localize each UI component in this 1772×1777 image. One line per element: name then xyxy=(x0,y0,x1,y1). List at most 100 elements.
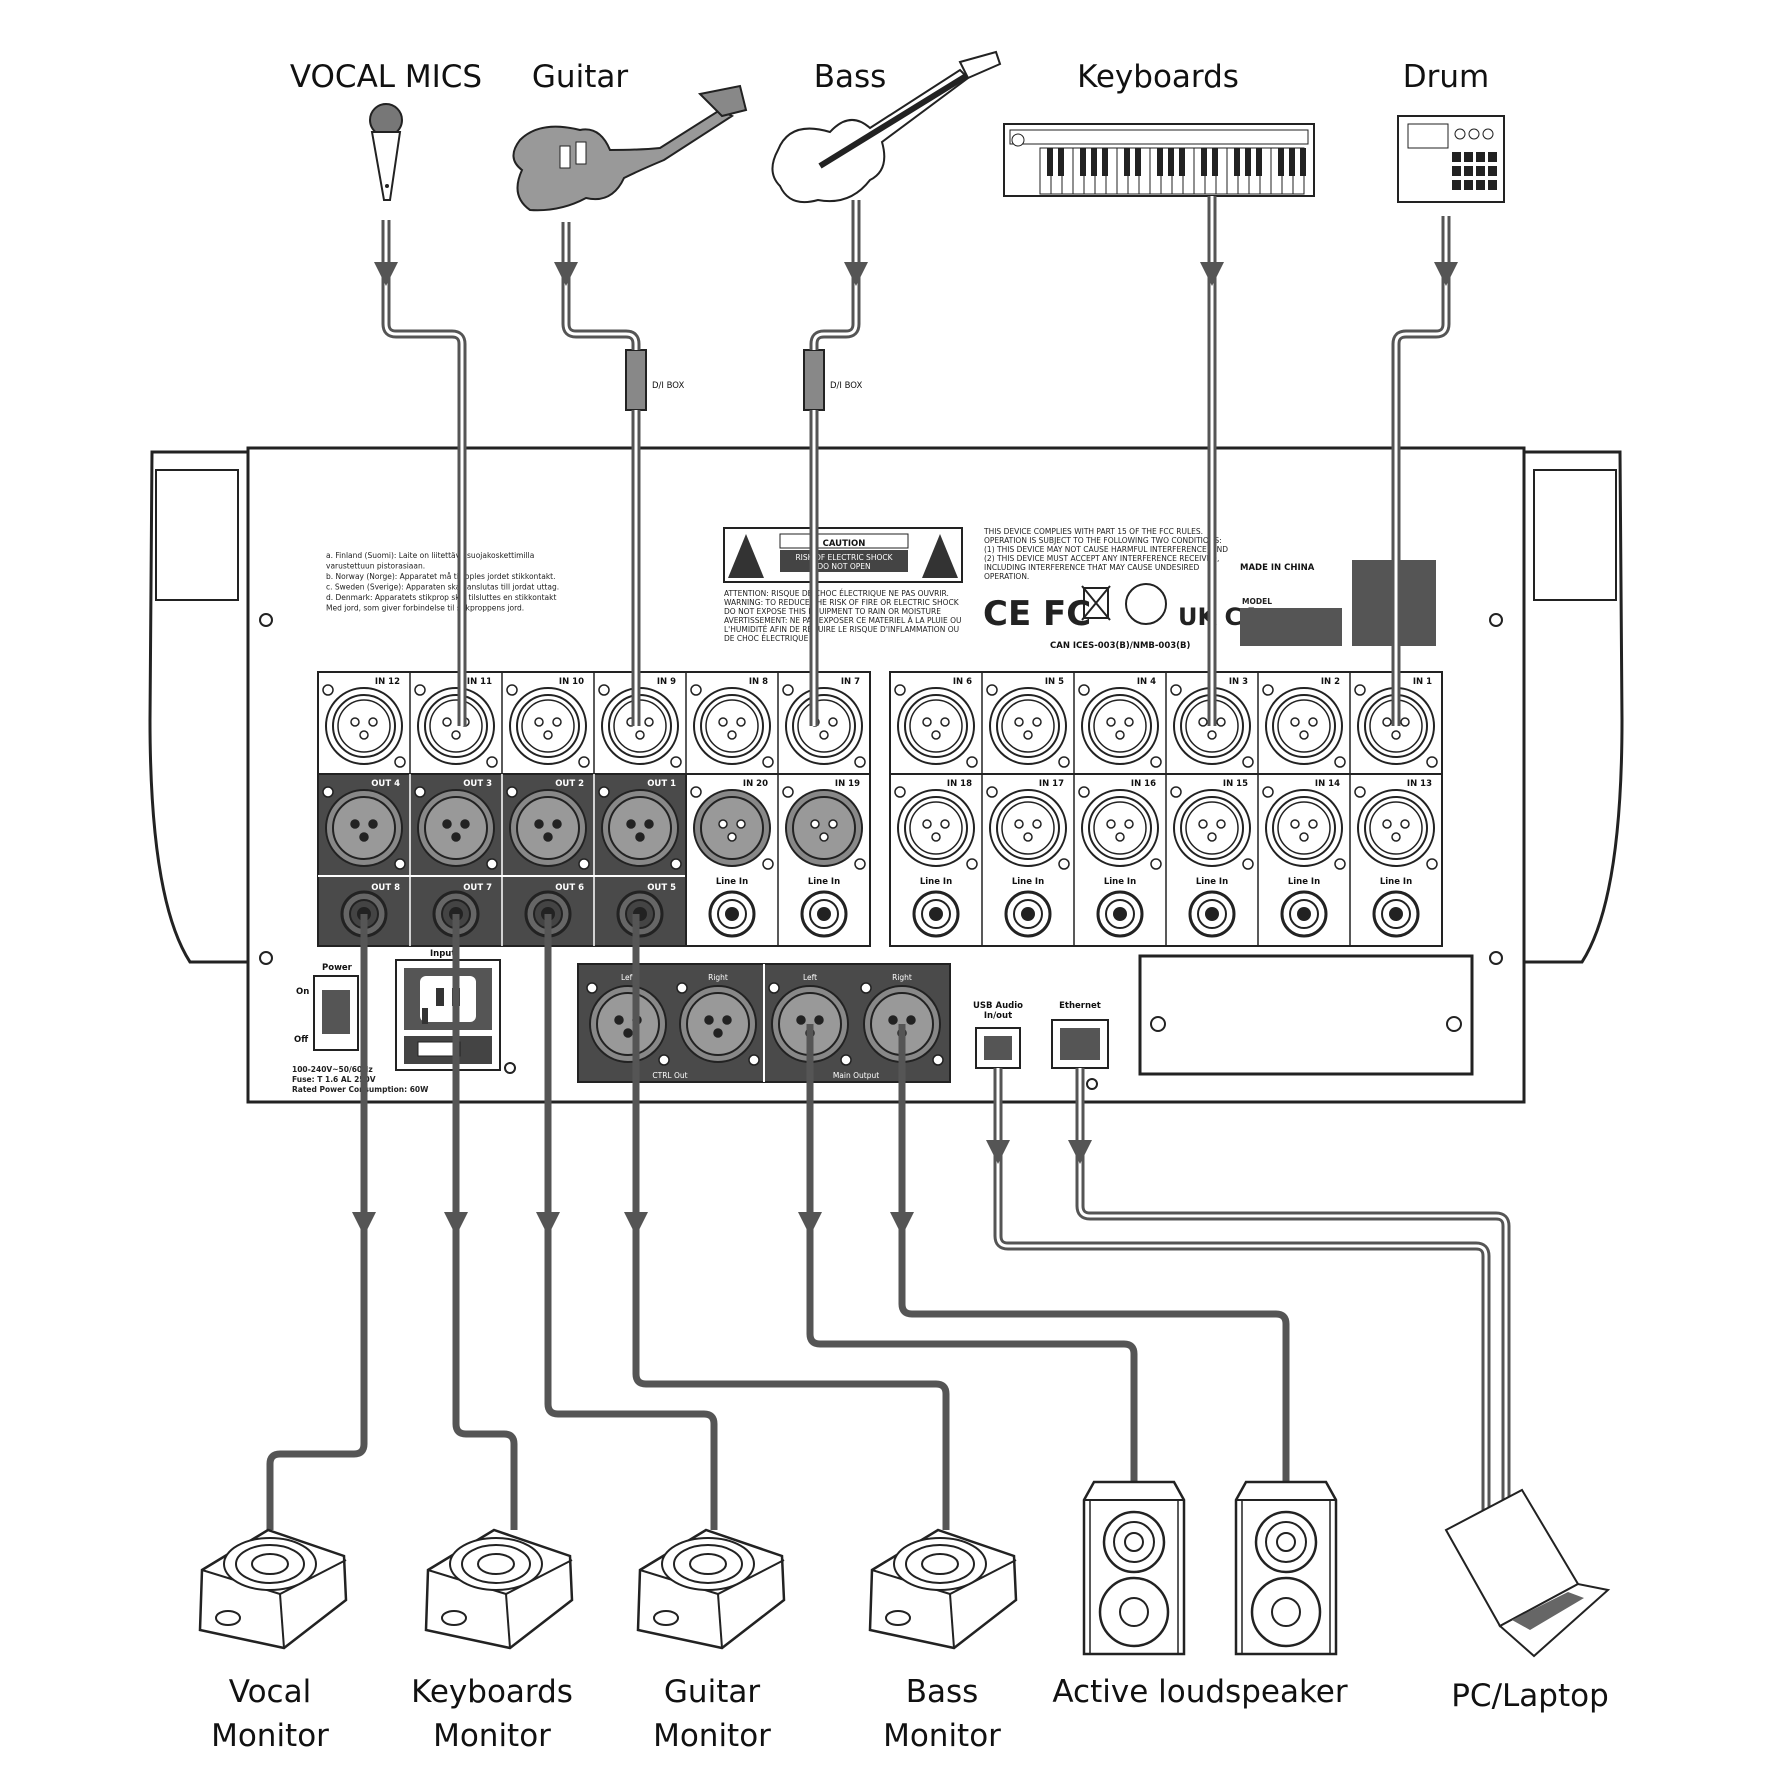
xlr-input-in2[interactable] xyxy=(1262,684,1346,768)
jack-line-in-in18[interactable] xyxy=(912,890,960,938)
input-label-in16: IN 16 xyxy=(1131,779,1156,789)
monitor-wedge-bass xyxy=(868,1528,1018,1650)
input-label-in2: IN 2 xyxy=(1321,677,1340,687)
jack-line-in-in16[interactable] xyxy=(1096,890,1144,938)
combo-input-in14[interactable] xyxy=(1262,786,1346,870)
xlr-output-out1[interactable] xyxy=(598,786,682,870)
label-keyboards-monitor-1: Keyboards xyxy=(411,1674,573,1710)
input-label-in18: IN 18 xyxy=(947,779,972,789)
jack-output-out5[interactable] xyxy=(616,890,664,938)
combo-input-in13[interactable] xyxy=(1354,786,1438,870)
combo-input-in16[interactable] xyxy=(1078,786,1162,870)
output-label-out7: OUT 7 xyxy=(463,883,492,893)
caution-line2: DO NOT OPEN xyxy=(817,562,870,571)
xlr-output-out2[interactable] xyxy=(506,786,590,870)
caution-line1: RISK OF ELECTRIC SHOCK xyxy=(795,553,893,562)
label-bass-monitor-2: Monitor xyxy=(883,1718,1001,1754)
fcc-text: THIS DEVICE COMPLIES WITH PART 15 OF THE… xyxy=(983,527,1228,581)
input-label-in8: IN 8 xyxy=(749,677,768,687)
xlr-ctrl-out-left[interactable] xyxy=(586,982,670,1066)
ctrl-out-label: CTRL Out xyxy=(652,1071,687,1080)
source-labels: VOCAL MICS Guitar Bass Keyboards Drum xyxy=(290,59,1489,95)
attention-line: ATTENTION: RISQUE DE CHOC ÉLECTRIQUE NE … xyxy=(724,589,949,598)
cable-out6-to-guitar-monitor xyxy=(544,914,718,1530)
combo-input-in17[interactable] xyxy=(986,786,1070,870)
output-label-out2: OUT 2 xyxy=(555,779,584,789)
label-pc-laptop: PC/Laptop xyxy=(1451,1678,1609,1714)
attention-line: DE CHOC ÉLECTRIQUE xyxy=(724,634,809,643)
fcc-line: OPERATION IS SUBJECT TO THE FOLLOWING TW… xyxy=(984,536,1222,545)
ce-fc-marks: CE FC xyxy=(983,594,1091,634)
jack-line-in-in13[interactable] xyxy=(1372,890,1420,938)
di-box-bass-label: D/I BOX xyxy=(830,381,862,391)
input-label-in20: IN 20 xyxy=(743,779,768,789)
line-in-label: Line In xyxy=(1012,877,1044,887)
label-vocal-monitor-2: Monitor xyxy=(211,1718,329,1754)
destination-labels: Vocal Monitor Keyboards Monitor Guitar M… xyxy=(211,1674,1609,1754)
label-keyboards-monitor-2: Monitor xyxy=(433,1718,551,1754)
output-label-out4: OUT 4 xyxy=(371,779,400,789)
keyboard-synth-icon xyxy=(1003,123,1315,197)
nordic-line: b. Norway (Norge): Apparatet må tilkople… xyxy=(326,572,556,581)
input-label-in7: IN 7 xyxy=(841,677,860,687)
nordic-line: d. Denmark: Apparatets stikprop skal til… xyxy=(326,593,556,602)
caution-label: CAUTION RISK OF ELECTRIC SHOCK DO NOT OP… xyxy=(723,527,963,583)
label-vocal-monitor-1: Vocal xyxy=(229,1674,311,1710)
cable-ethernet-to-laptop xyxy=(1075,1068,1511,1500)
jack-line-in-in20[interactable] xyxy=(708,890,756,938)
input-label-in6: IN 6 xyxy=(953,677,972,687)
power-label: Power xyxy=(322,963,353,973)
xlr-input-in11[interactable] xyxy=(414,684,498,768)
nordic-text: a. Finland (Suomi): Laite on liitettävä … xyxy=(326,551,559,613)
attention-line: WARNING: TO REDUCE THE RISK OF FIRE OR E… xyxy=(724,598,960,607)
speaker-left xyxy=(1082,1480,1186,1656)
active-loudspeakers xyxy=(1082,1480,1338,1656)
fcc-line: THIS DEVICE COMPLIES WITH PART 15 OF THE… xyxy=(983,527,1203,536)
arrow-down-icon xyxy=(536,1212,560,1236)
arrow-down-icon xyxy=(352,1212,376,1236)
label-keyboards: Keyboards xyxy=(1077,59,1239,95)
xlr-input-in10[interactable] xyxy=(506,684,590,768)
xlr-input-in8[interactable] xyxy=(690,684,774,768)
di-box-guitar-label: D/I BOX xyxy=(652,381,684,391)
xlr-input-in7[interactable] xyxy=(782,684,866,768)
label-active-loudspeaker: Active loudspeaker xyxy=(1052,1674,1347,1710)
label-guitar: Guitar xyxy=(532,59,628,95)
jack-line-in-in19[interactable] xyxy=(800,890,848,938)
output-label-out3: OUT 3 xyxy=(463,779,492,789)
xlr-input-in5[interactable] xyxy=(986,684,1070,768)
usb-label-2: In/out xyxy=(984,1011,1012,1021)
xlr-input-in4[interactable] xyxy=(1078,684,1162,768)
combo-input-in18[interactable] xyxy=(894,786,978,870)
combo-input-in19[interactable] xyxy=(782,786,866,870)
combo-input-in20[interactable] xyxy=(690,786,774,870)
jack-line-in-in15[interactable] xyxy=(1188,890,1236,938)
label-drum: Drum xyxy=(1403,59,1489,95)
caution-title: CAUTION xyxy=(823,539,866,549)
input-label-in10: IN 10 xyxy=(559,677,584,687)
line-in-label: Line In xyxy=(716,877,748,887)
xlr-ctrl-out-right[interactable] xyxy=(676,982,760,1066)
arrow-down-icon xyxy=(844,262,868,286)
nordic-line: c. Sweden (Sverige): Apparaten skall ans… xyxy=(326,583,559,592)
cable-out5-to-bass-monitor xyxy=(632,914,950,1530)
xlr-input-in12[interactable] xyxy=(322,684,406,768)
speaker-right xyxy=(1234,1480,1338,1656)
jack-line-in-in14[interactable] xyxy=(1280,890,1328,938)
jack-line-in-in17[interactable] xyxy=(1004,890,1052,938)
xlr-input-in6[interactable] xyxy=(894,684,978,768)
vocal-mic-icon xyxy=(369,103,403,201)
arrow-down-icon xyxy=(890,1212,914,1236)
attention-line: AVERTISSEMENT: NE PAS EXPOSER CE MATERIE… xyxy=(724,616,962,625)
xlr-output-out4[interactable] xyxy=(322,786,406,870)
input-label-in17: IN 17 xyxy=(1039,779,1064,789)
input-label-in14: IN 14 xyxy=(1315,779,1340,789)
xlr-output-out3[interactable] xyxy=(414,786,498,870)
combo-input-in15[interactable] xyxy=(1170,786,1254,870)
ctrl-right-label: Right xyxy=(708,973,728,982)
fcc-line: INCLUDING INTERFERENCE THAT MAY CAUSE UN… xyxy=(984,563,1199,572)
label-vocal-mics: VOCAL MICS xyxy=(290,59,482,95)
blank-plate xyxy=(1138,954,1474,1076)
